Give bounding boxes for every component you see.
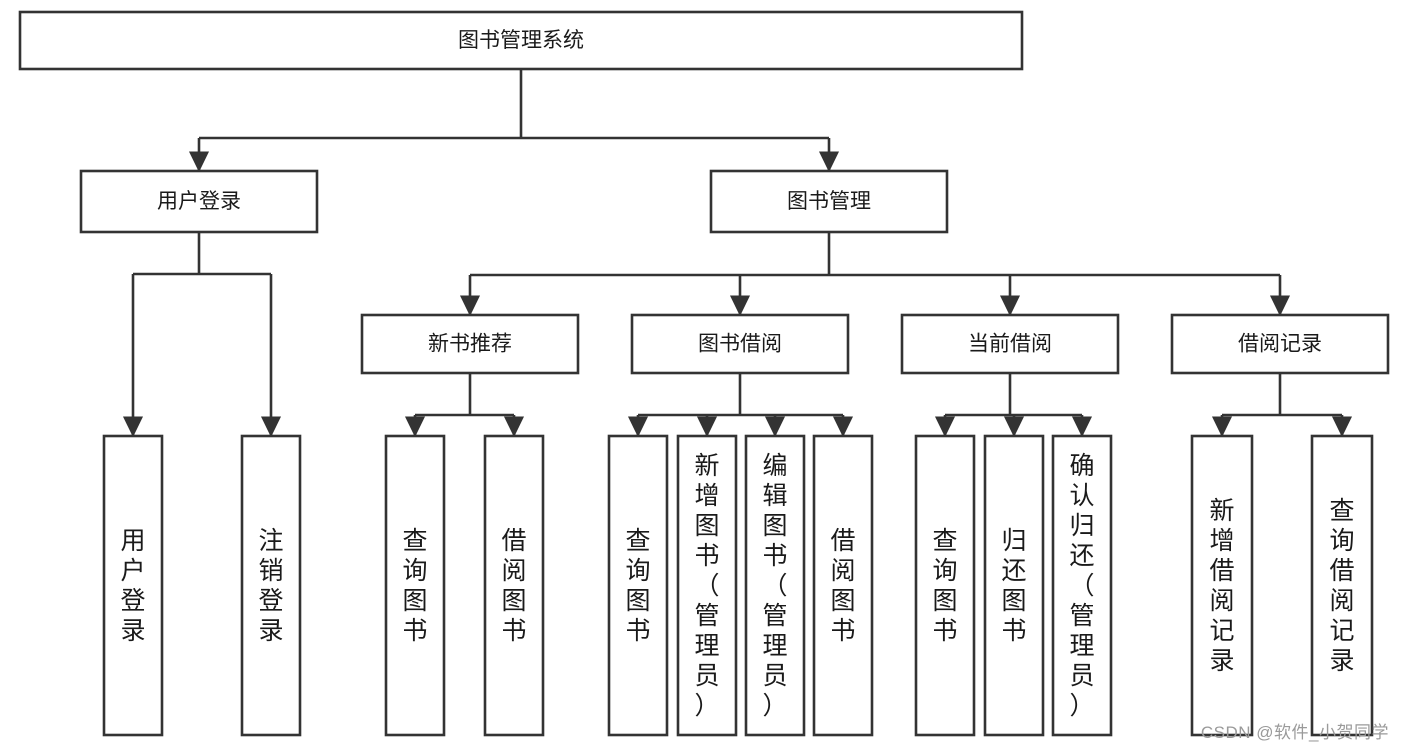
node-leaf-confirm-return-label: 确认归还（管理员）	[1069, 452, 1094, 720]
node-leaf-query-book-3-label: 查询图书	[932, 527, 957, 645]
node-leaf-confirm-return-box	[1051, 434, 1113, 737]
node-root-label: 图书管理系统	[458, 29, 584, 52]
node-leaf-add-book-label: 新增图书（管理员）	[694, 452, 719, 720]
node-leaf-borrow-book-2-label: 借阅图书	[830, 527, 855, 645]
node-layer: 图书管理系统用户登录图书管理新书推荐图书借阅当前借阅借阅记录用户登录注销登录查询…	[18, 10, 1390, 737]
connector-layer	[122, 69, 1353, 438]
node-leaf-logout[interactable]: 注销登录	[240, 434, 302, 737]
node-leaf-return-book-label: 归还图书	[1001, 527, 1026, 645]
node-current-borrow-label: 当前借阅	[968, 333, 1052, 356]
node-user-login[interactable]: 用户登录	[79, 169, 319, 234]
node-leaf-edit-book[interactable]: 编辑图书（管理员）	[744, 434, 806, 737]
node-leaf-query-book-1-label: 查询图书	[402, 527, 427, 645]
node-leaf-borrow-book-2[interactable]: 借阅图书	[812, 434, 874, 737]
node-book-borrow-box	[630, 313, 850, 375]
node-leaf-query-record[interactable]: 查询借阅记录	[1310, 434, 1374, 737]
node-book-manage-label: 图书管理	[787, 190, 871, 213]
node-leaf-borrow-book-1-box	[483, 434, 545, 737]
node-root[interactable]: 图书管理系统	[18, 10, 1024, 71]
node-leaf-confirm-return[interactable]: 确认归还（管理员）	[1051, 434, 1113, 737]
node-leaf-query-book-2-label: 查询图书	[625, 527, 650, 645]
node-leaf-borrow-book-2-box	[812, 434, 874, 737]
node-leaf-query-book-1-box	[384, 434, 446, 737]
node-leaf-logout-box	[240, 434, 302, 737]
node-leaf-add-record[interactable]: 新增借阅记录	[1190, 434, 1254, 737]
node-leaf-return-book-box	[983, 434, 1045, 737]
node-leaf-query-book-3-box	[914, 434, 976, 737]
node-leaf-query-record-box	[1310, 434, 1374, 737]
node-leaf-user-login-label: 用户登录	[120, 527, 145, 645]
node-leaf-return-book[interactable]: 归还图书	[983, 434, 1045, 737]
node-borrow-record-label: 借阅记录	[1238, 333, 1322, 356]
node-leaf-query-book-3[interactable]: 查询图书	[914, 434, 976, 737]
node-leaf-add-book-box	[676, 434, 738, 737]
csdn-watermark: CSDN @软件_小贺同学	[1200, 723, 1389, 742]
node-leaf-query-book-2-box	[607, 434, 669, 737]
node-borrow-record[interactable]: 借阅记录	[1170, 313, 1390, 375]
node-new-book-recommend[interactable]: 新书推荐	[360, 313, 580, 375]
node-leaf-edit-book-label: 编辑图书（管理员）	[762, 452, 787, 720]
node-book-borrow-label: 图书借阅	[698, 333, 782, 356]
node-leaf-add-book[interactable]: 新增图书（管理员）	[676, 434, 738, 737]
node-leaf-user-login-box	[102, 434, 164, 737]
node-book-borrow[interactable]: 图书借阅	[630, 313, 850, 375]
node-book-manage-box	[709, 169, 949, 234]
node-current-borrow[interactable]: 当前借阅	[900, 313, 1120, 375]
node-user-login-box	[79, 169, 319, 234]
node-current-borrow-box	[900, 313, 1120, 375]
node-leaf-query-record-label: 查询借阅记录	[1329, 497, 1354, 675]
node-new-book-recommend-label: 新书推荐	[428, 333, 512, 356]
node-new-book-recommend-box	[360, 313, 580, 375]
node-leaf-borrow-book-1-label: 借阅图书	[501, 527, 526, 645]
node-leaf-query-book-1[interactable]: 查询图书	[384, 434, 446, 737]
node-borrow-record-box	[1170, 313, 1390, 375]
node-leaf-logout-label: 注销登录	[258, 527, 283, 645]
node-book-manage[interactable]: 图书管理	[709, 169, 949, 234]
node-user-login-label: 用户登录	[157, 190, 241, 213]
node-leaf-query-book-2[interactable]: 查询图书	[607, 434, 669, 737]
node-leaf-user-login[interactable]: 用户登录	[102, 434, 164, 737]
node-leaf-edit-book-box	[744, 434, 806, 737]
node-root-box	[18, 10, 1024, 71]
node-leaf-add-record-label: 新增借阅记录	[1209, 497, 1234, 675]
node-leaf-borrow-book-1[interactable]: 借阅图书	[483, 434, 545, 737]
node-leaf-add-record-box	[1190, 434, 1254, 737]
